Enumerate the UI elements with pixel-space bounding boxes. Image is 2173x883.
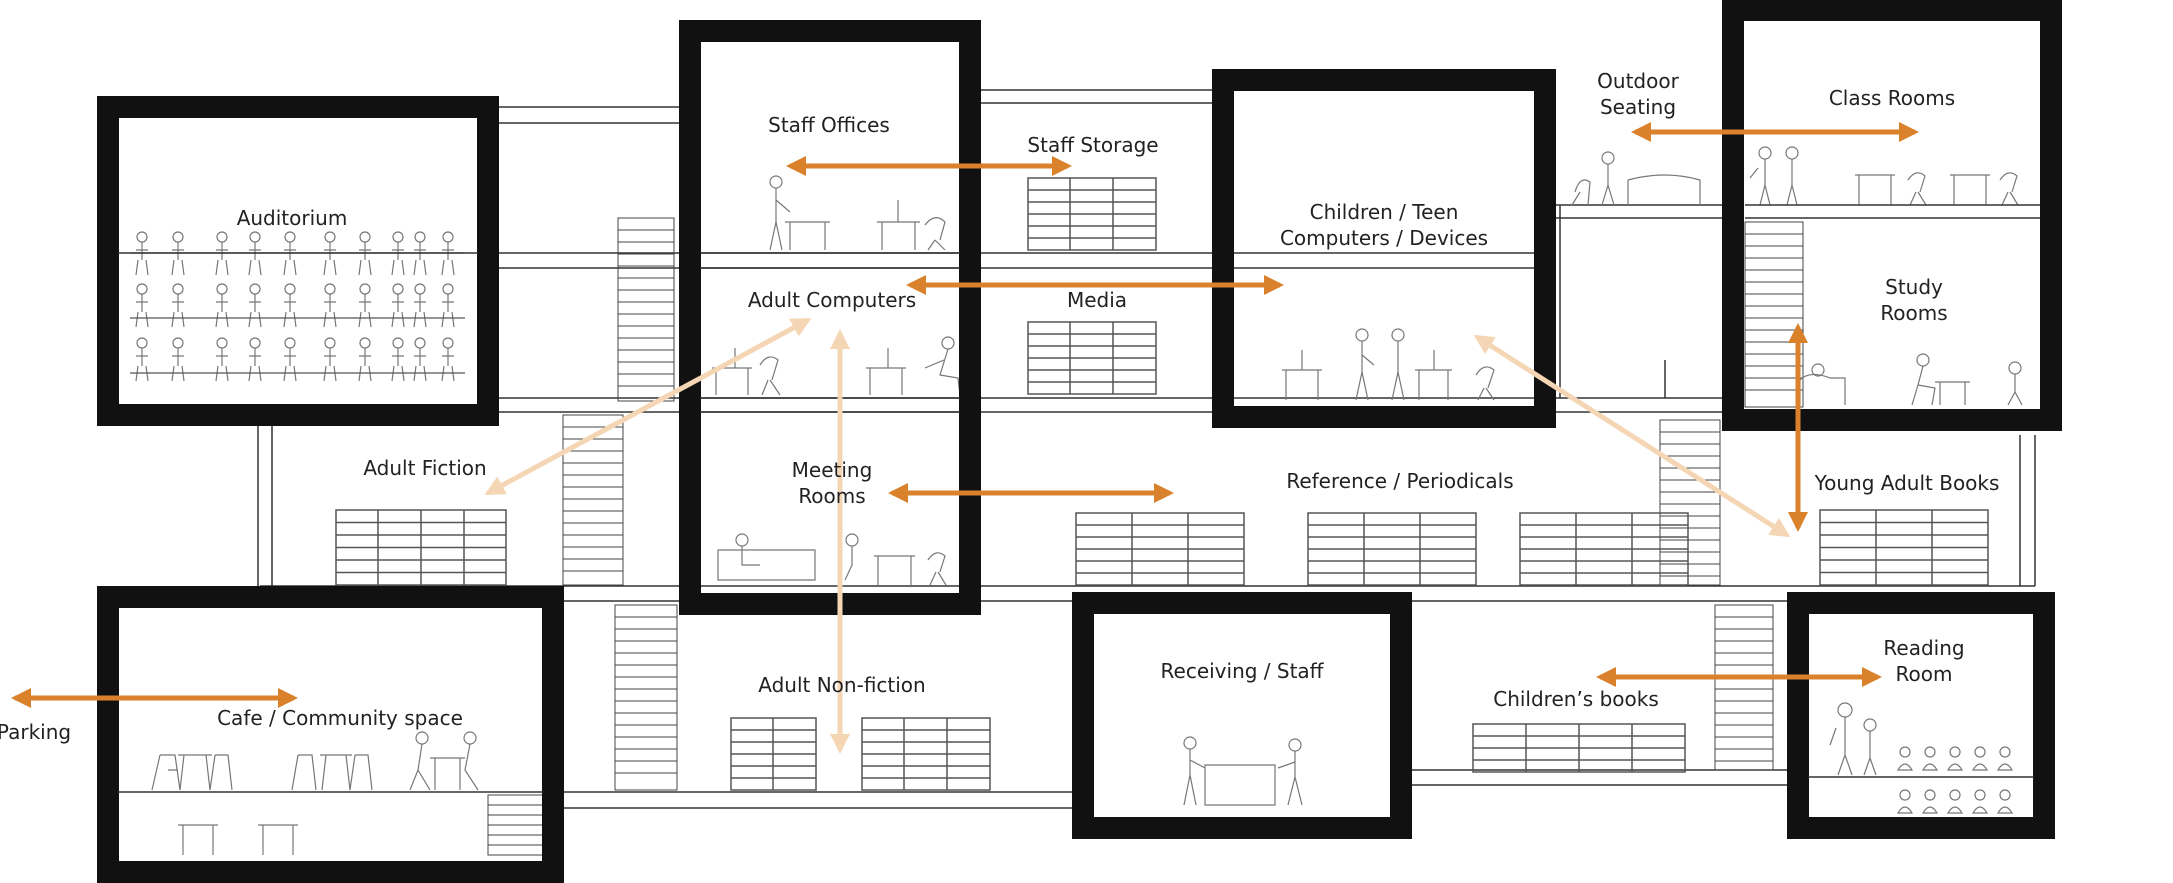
- label-outdoor-line1: Outdoor: [1597, 69, 1679, 93]
- arrow-children-young-adult: [1473, 334, 1791, 538]
- label-reference: Reference / Periodicals: [1286, 469, 1513, 493]
- label-childrens-books: Children’s books: [1493, 687, 1659, 711]
- label-outdoor-line2: Seating: [1600, 95, 1676, 119]
- frame-cafe: [97, 586, 564, 883]
- label-parking: Parking: [0, 720, 71, 744]
- label-young-adult: Young Adult Books: [1814, 471, 2000, 495]
- label-auditorium: Auditorium: [237, 206, 348, 230]
- label-adult-fiction: Adult Fiction: [363, 456, 486, 480]
- label-study-line2: Rooms: [1880, 301, 1947, 325]
- frame-auditorium: [97, 96, 499, 426]
- label-receiving: Receiving / Staff: [1161, 659, 1325, 683]
- label-children-teen-line1: Children / Teen: [1310, 200, 1459, 224]
- frame-reading: [1787, 592, 2055, 839]
- frame-receiving: [1072, 592, 1412, 839]
- label-reading-line2: Room: [1896, 662, 1953, 686]
- label-study-line1: Study: [1885, 275, 1943, 299]
- label-adult-computers: Adult Computers: [748, 288, 916, 312]
- label-meeting-rooms-line2: Rooms: [798, 484, 865, 508]
- label-children-teen-line2: Computers / Devices: [1280, 226, 1488, 250]
- label-adult-nonfiction: Adult Non-fiction: [758, 673, 925, 697]
- arrow-fiction-computers: [484, 317, 812, 496]
- bookshelf-icon: [335, 177, 1989, 791]
- people-figure-icon: [130, 146, 2023, 855]
- label-staff-storage: Staff Storage: [1027, 133, 1158, 157]
- frame-children-teen: [1212, 69, 1556, 428]
- frame-class-study: [1722, 0, 2062, 431]
- room-frames: [97, 0, 2062, 883]
- label-meeting-rooms-line1: Meeting: [792, 458, 873, 482]
- relationship-arrows: [11, 122, 1919, 754]
- label-staff-offices: Staff Offices: [768, 113, 890, 137]
- room-labels: Auditorium Staff Offices Staff Storage A…: [0, 69, 1999, 744]
- label-cafe: Cafe / Community space: [217, 706, 463, 730]
- label-reading-line1: Reading: [1883, 636, 1964, 660]
- label-class-rooms: Class Rooms: [1829, 86, 1955, 110]
- label-media: Media: [1067, 288, 1127, 312]
